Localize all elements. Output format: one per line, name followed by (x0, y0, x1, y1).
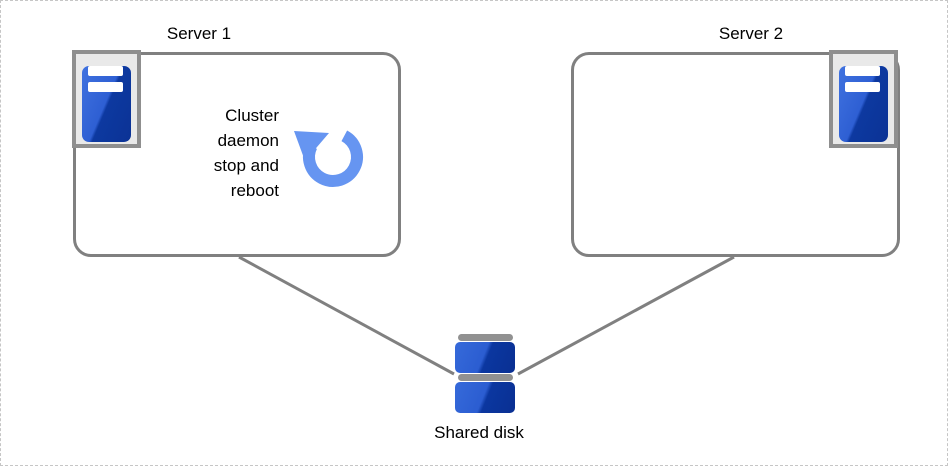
server1-tower-icon (72, 50, 141, 148)
connector-server2-disk (517, 255, 735, 376)
server-tower-body (839, 66, 888, 142)
server2-tower-icon (829, 50, 898, 148)
tower-slot (845, 66, 880, 76)
tower-slot (845, 82, 880, 92)
server-tower-body (82, 66, 131, 142)
note-line: reboot (230, 181, 279, 200)
disk-platter (455, 342, 515, 373)
note-line: Cluster (225, 106, 279, 125)
note-line: daemon (217, 131, 279, 150)
disk-platter (455, 382, 515, 413)
tower-slot (88, 82, 123, 92)
disk-cap (457, 334, 513, 341)
shared-disk-icon (455, 334, 515, 414)
tower-slot (88, 66, 123, 76)
cluster-daemon-note: Cluster daemon stop and reboot (159, 103, 279, 203)
connector-server1-disk (238, 255, 455, 376)
server2-title: Server 2 (718, 24, 784, 43)
disk-cap (457, 374, 513, 381)
shared-disk-label: Shared disk (434, 423, 524, 442)
server1-title: Server 1 (166, 24, 232, 43)
note-line: stop and (213, 156, 279, 175)
refresh-arrow-icon (294, 130, 363, 187)
